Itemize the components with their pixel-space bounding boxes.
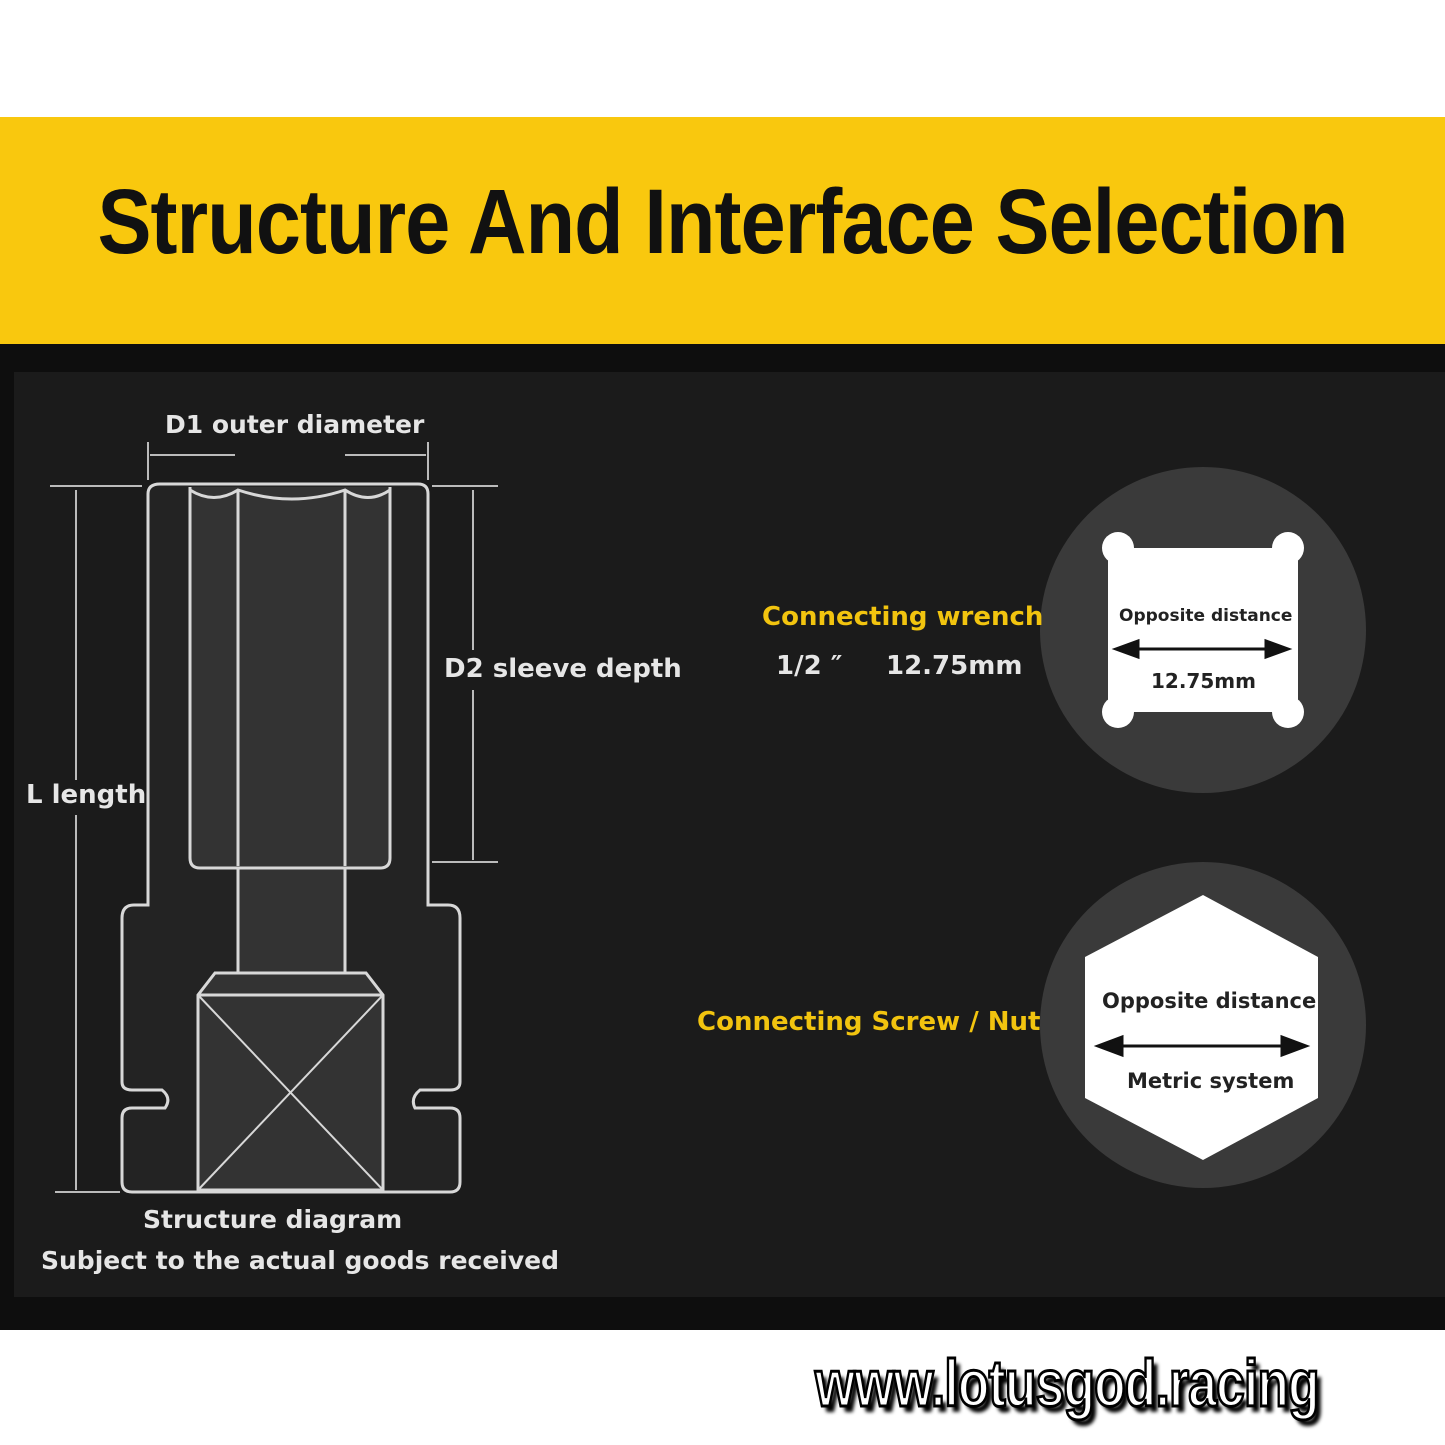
wrench-size-mm: 12.75mm xyxy=(886,651,1023,681)
page-title: Structure And Interface Selection xyxy=(97,171,1348,273)
caption-disclaimer: Subject to the actual goods received xyxy=(41,1246,560,1275)
hex-opposite-value: Metric system xyxy=(1127,1069,1295,1093)
bore-outline xyxy=(188,487,392,870)
dimension-lines xyxy=(50,442,498,1193)
title-banner xyxy=(0,117,1445,344)
square-opposite-value: 12.75mm xyxy=(1151,669,1256,693)
hex-opposite-label: Opposite distance xyxy=(1102,989,1317,1013)
square-drive-icon xyxy=(1108,548,1298,712)
watermark-url: www.lotusgod.racing xyxy=(814,1345,1321,1422)
square-opposite-label: Opposite distance xyxy=(1119,606,1293,626)
drive-square xyxy=(196,971,385,1192)
d2-label: D2 sleeve depth xyxy=(444,654,682,684)
caption-structure: Structure diagram xyxy=(143,1205,403,1234)
wrench-heading: Connecting wrench xyxy=(762,602,1044,632)
hex-nut-icon xyxy=(1085,895,1318,1160)
l-label: L length xyxy=(26,780,147,810)
nut-heading: Connecting Screw / Nut xyxy=(697,1007,1041,1037)
wrench-size-inch: 1/2 ″ xyxy=(776,651,843,681)
d1-label: D1 outer diameter xyxy=(165,410,425,439)
